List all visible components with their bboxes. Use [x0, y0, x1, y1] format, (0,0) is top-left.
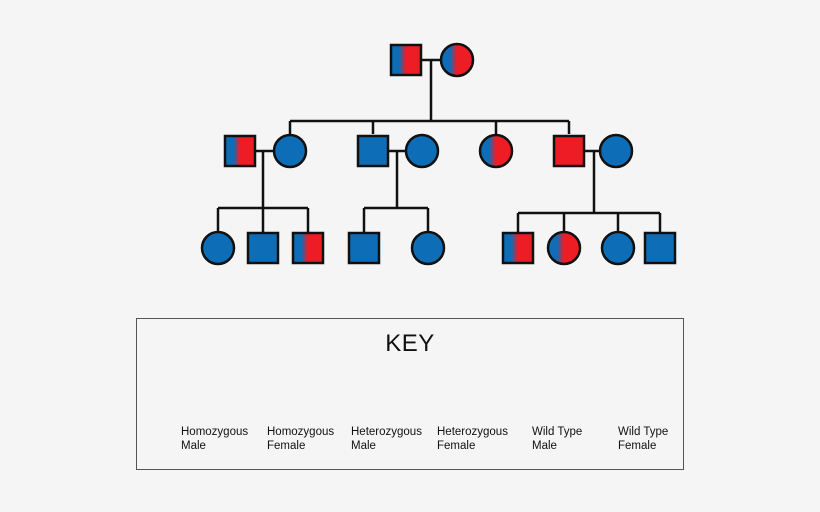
key-label-wild-type-female: Wild Type Female — [618, 426, 669, 452]
gen3-heterozygous-male-symbol — [501, 231, 535, 265]
gen3-wild-type-male-symbol — [347, 231, 381, 265]
gen2-homozygous-male-symbol — [552, 134, 586, 168]
gen3-wild-type-female-symbol — [410, 230, 446, 266]
gen3-wild-type-female-symbol — [600, 230, 636, 266]
gen2-heterozygous-female-symbol — [478, 133, 514, 169]
key-title: KEY — [385, 330, 435, 357]
gen3-wild-type-male-symbol — [246, 231, 280, 265]
gen2-heterozygous-male-symbol — [223, 134, 257, 168]
gen3-heterozygous-male-symbol — [291, 231, 325, 265]
key-label-homozygous-male: Homozygous Male — [181, 426, 249, 452]
key-label-heterozygous-female: Heterozygous Female — [437, 426, 508, 452]
gen1-heterozygous-male-symbol — [389, 43, 423, 77]
gen3-wild-type-male-symbol — [643, 231, 677, 265]
gen2-wild-type-female-symbol — [404, 133, 440, 169]
key-label-wild-type-male: Wild Type Male — [532, 426, 583, 452]
key-label-homozygous-female: Homozygous Female — [267, 426, 335, 452]
gen2-wild-type-female-symbol — [598, 133, 634, 169]
gen1-heterozygous-female-symbol — [439, 42, 475, 78]
gen3-heterozygous-female-symbol — [546, 230, 582, 266]
key-label-heterozygous-male: Heterozygous Male — [351, 426, 422, 452]
key-legend-box — [136, 318, 684, 470]
gen3-wild-type-female-symbol — [200, 230, 236, 266]
pedigree-lines — [216, 58, 662, 232]
gen2-wild-type-male-symbol — [356, 134, 390, 168]
gen2-wild-type-female-symbol — [272, 133, 308, 169]
